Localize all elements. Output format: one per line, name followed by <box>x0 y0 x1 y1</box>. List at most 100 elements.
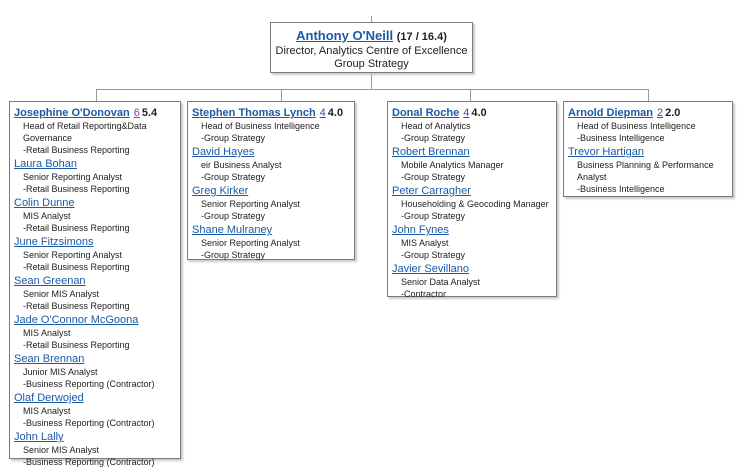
connector-col-2 <box>281 89 282 101</box>
team-count-link[interactable]: 4 <box>319 107 326 119</box>
team-head-detail: -Group Strategy <box>201 133 266 143</box>
team-head-name-link[interactable]: Stephen Thomas Lynch <box>192 107 316 119</box>
team-head-detail: -Business Intelligence <box>577 133 665 143</box>
team-count-link[interactable]: 2 <box>656 107 664 119</box>
team-count-link[interactable]: 6 <box>133 107 140 119</box>
member-name-link[interactable]: John Fynes <box>392 224 449 236</box>
member-name-line: Peter Carragher <box>392 184 553 198</box>
member-detail: -Business Reporting (Contractor) <box>23 457 155 467</box>
member-name-line: David Hayes <box>192 145 351 159</box>
member-detail: -Retail Business Reporting <box>23 223 130 233</box>
member-detail: Mobile Analytics Manager <box>401 160 504 170</box>
member-name-link[interactable]: Laura Bohan <box>14 158 77 170</box>
member-detail: -Business Intelligence <box>577 184 665 194</box>
member-detail: -Business Reporting (Contractor) <box>23 418 155 428</box>
connector-horizontal <box>96 89 649 90</box>
member-detail: MIS Analyst <box>23 328 71 338</box>
member-name-line: Jade O'Connor McGoona <box>14 313 177 327</box>
member-name-link[interactable]: Shane Mulraney <box>192 224 273 236</box>
team-head-detail: -Group Strategy <box>401 133 466 143</box>
member-name-link[interactable]: Jade O'Connor McGoona <box>14 314 139 326</box>
member-name-link[interactable]: June Fitzsimons <box>14 236 94 248</box>
member-detail: -Retail Business Reporting <box>23 262 130 272</box>
member-name-line: June Fitzsimons <box>14 235 177 249</box>
member-detail: Senior Reporting Analyst <box>201 199 301 209</box>
member-detail: -Retail Business Reporting <box>23 340 130 350</box>
team-score: 4.0 <box>327 107 344 119</box>
member-name-link[interactable]: Colin Dunne <box>14 197 75 209</box>
root-title: Director, Analytics Centre of Excellence <box>275 45 468 57</box>
connector-col-3 <box>470 89 471 101</box>
member-name-link[interactable]: Robert Brennan <box>392 146 470 158</box>
member-detail: -Group Strategy <box>401 211 466 221</box>
member-name-link[interactable]: Sean Brennan <box>14 353 85 365</box>
team-head-detail: Head of Business Intelligence <box>577 121 696 131</box>
team-score: 4.0 <box>471 107 487 119</box>
team-score: 5.4 <box>141 107 158 119</box>
member-name-line: Trevor Hartigan <box>568 145 729 159</box>
member-name-link[interactable]: John Lally <box>14 431 64 443</box>
root-name-link[interactable]: Anthony O'Neill <box>296 28 394 43</box>
member-name-link[interactable]: Trevor Hartigan <box>568 146 645 158</box>
member-detail: -Group Strategy <box>201 250 266 260</box>
member-name-link[interactable]: Javier Sevillano <box>392 263 470 275</box>
team-count-link[interactable]: 4 <box>463 107 470 119</box>
member-name-line: John Fynes <box>392 223 553 237</box>
member-name-link[interactable]: Olaf Derwojed <box>14 392 84 404</box>
team-head-detail: Head of Analytics <box>401 121 471 131</box>
team-head-detail: Head of Retail Reporting&Data Governance <box>23 121 147 143</box>
member-name-line: Sean Brennan <box>14 352 177 366</box>
member-name-line: John Lally <box>14 430 177 444</box>
root-name-line: Anthony O'Neill (17 / 16.4) <box>275 28 468 45</box>
member-detail: -Group Strategy <box>401 172 466 182</box>
team-member: David Hayes eir Business Analyst -Group St… <box>192 145 351 183</box>
member-detail: -Group Strategy <box>201 172 266 182</box>
member-detail: Junior MIS Analyst <box>23 367 98 377</box>
member-detail: Senior Reporting Analyst <box>23 172 123 182</box>
member-name-line: Javier Sevillano <box>392 262 553 276</box>
root-node: Anthony O'Neill (17 / 16.4) Director, An… <box>270 22 473 73</box>
member-name-line: Colin Dunne <box>14 196 177 210</box>
member-name-link[interactable]: Peter Carragher <box>392 185 471 197</box>
member-name-line: Olaf Derwojed <box>14 391 177 405</box>
member-name-link[interactable]: David Hayes <box>192 146 255 158</box>
root-stats: (17 / 16.4) <box>396 31 447 43</box>
team-head-name-link[interactable]: Arnold Diepman <box>568 107 653 119</box>
member-name-link[interactable]: Greg Kirker <box>192 185 249 197</box>
member-detail: -Retail Business Reporting <box>23 184 130 194</box>
member-detail: MIS Analyst <box>23 211 71 221</box>
member-name-line: Shane Mulraney <box>192 223 351 237</box>
team-score: 2.0 <box>665 107 681 119</box>
member-detail: -Business Reporting (Contractor) <box>23 379 155 389</box>
team-head-name-link[interactable]: Donal Roche <box>392 107 460 119</box>
member-detail: eir Business Analyst <box>201 160 282 170</box>
member-detail: Business Planning & Performance Analyst <box>577 160 714 182</box>
team-head-detail: Head of Business Intelligence <box>201 121 320 131</box>
member-detail: Senior Data Analyst <box>401 277 481 287</box>
team-head-name-link[interactable]: Josephine O'Donovan <box>14 107 130 119</box>
member-detail: -Retail Business Reporting <box>23 301 130 311</box>
member-name-link[interactable]: Sean Greenan <box>14 275 86 287</box>
